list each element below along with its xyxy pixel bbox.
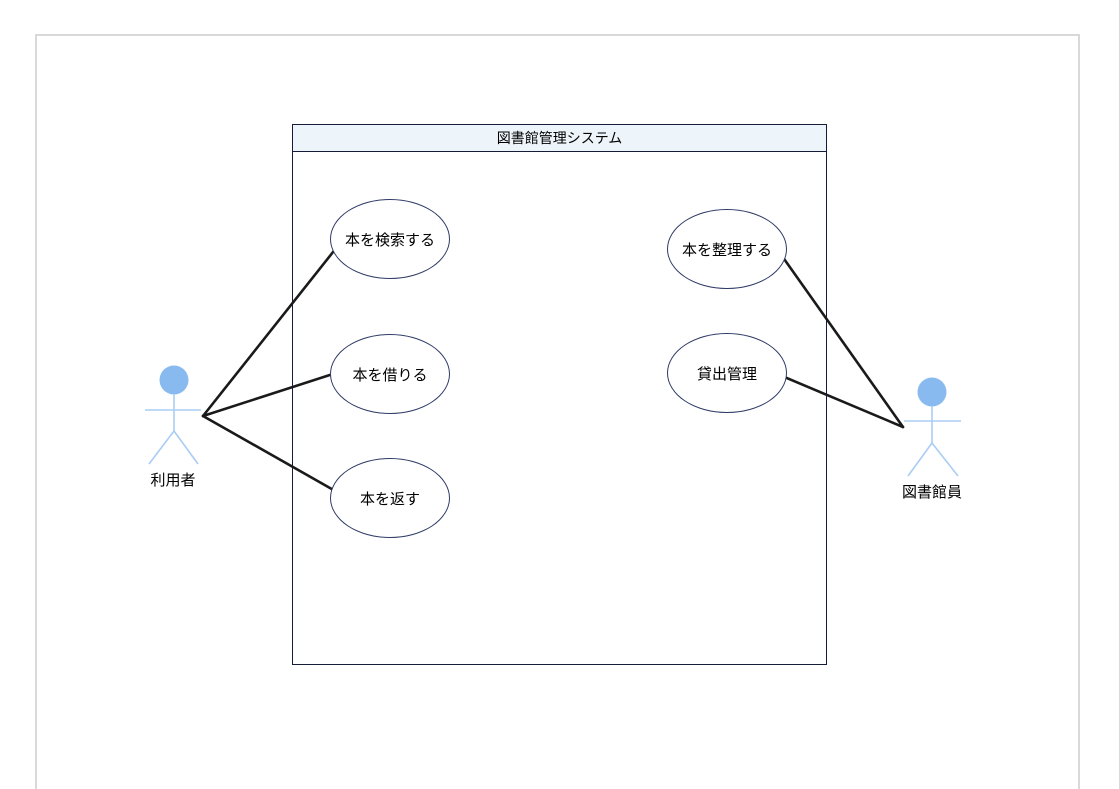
usecase-loan-management[interactable]: 貸出管理: [667, 333, 787, 413]
actor-librarian-body: [904, 406, 961, 477]
actor-user-label: 利用者: [150, 471, 196, 489]
association-user-borrow: [201, 371, 338, 418]
usecase-organize-books[interactable]: 本を整理する: [667, 209, 787, 289]
actor-user-head: [159, 365, 189, 395]
usecase-return-books[interactable]: 本を返す: [330, 458, 450, 538]
actor-user-figure[interactable]: [145, 365, 201, 465]
association-librarian-organize: [780, 254, 905, 429]
actor-librarian-figure[interactable]: [904, 377, 961, 477]
usecase-borrow-books[interactable]: 本を借りる: [330, 334, 450, 414]
association-librarian-loan: [780, 374, 905, 429]
actor-user-body: [145, 394, 201, 465]
system-title: 図書館管理システム: [293, 125, 826, 152]
association-lines-user: [201, 245, 339, 494]
page-border: [35, 34, 1080, 789]
association-user-return: [201, 414, 339, 494]
association-user-search: [201, 245, 339, 418]
association-lines-librarian: [780, 254, 905, 429]
actor-librarian-label: 図書館員: [901, 483, 962, 501]
actor-librarian-head: [917, 377, 947, 407]
usecase-search-books[interactable]: 本を検索する: [330, 199, 450, 279]
